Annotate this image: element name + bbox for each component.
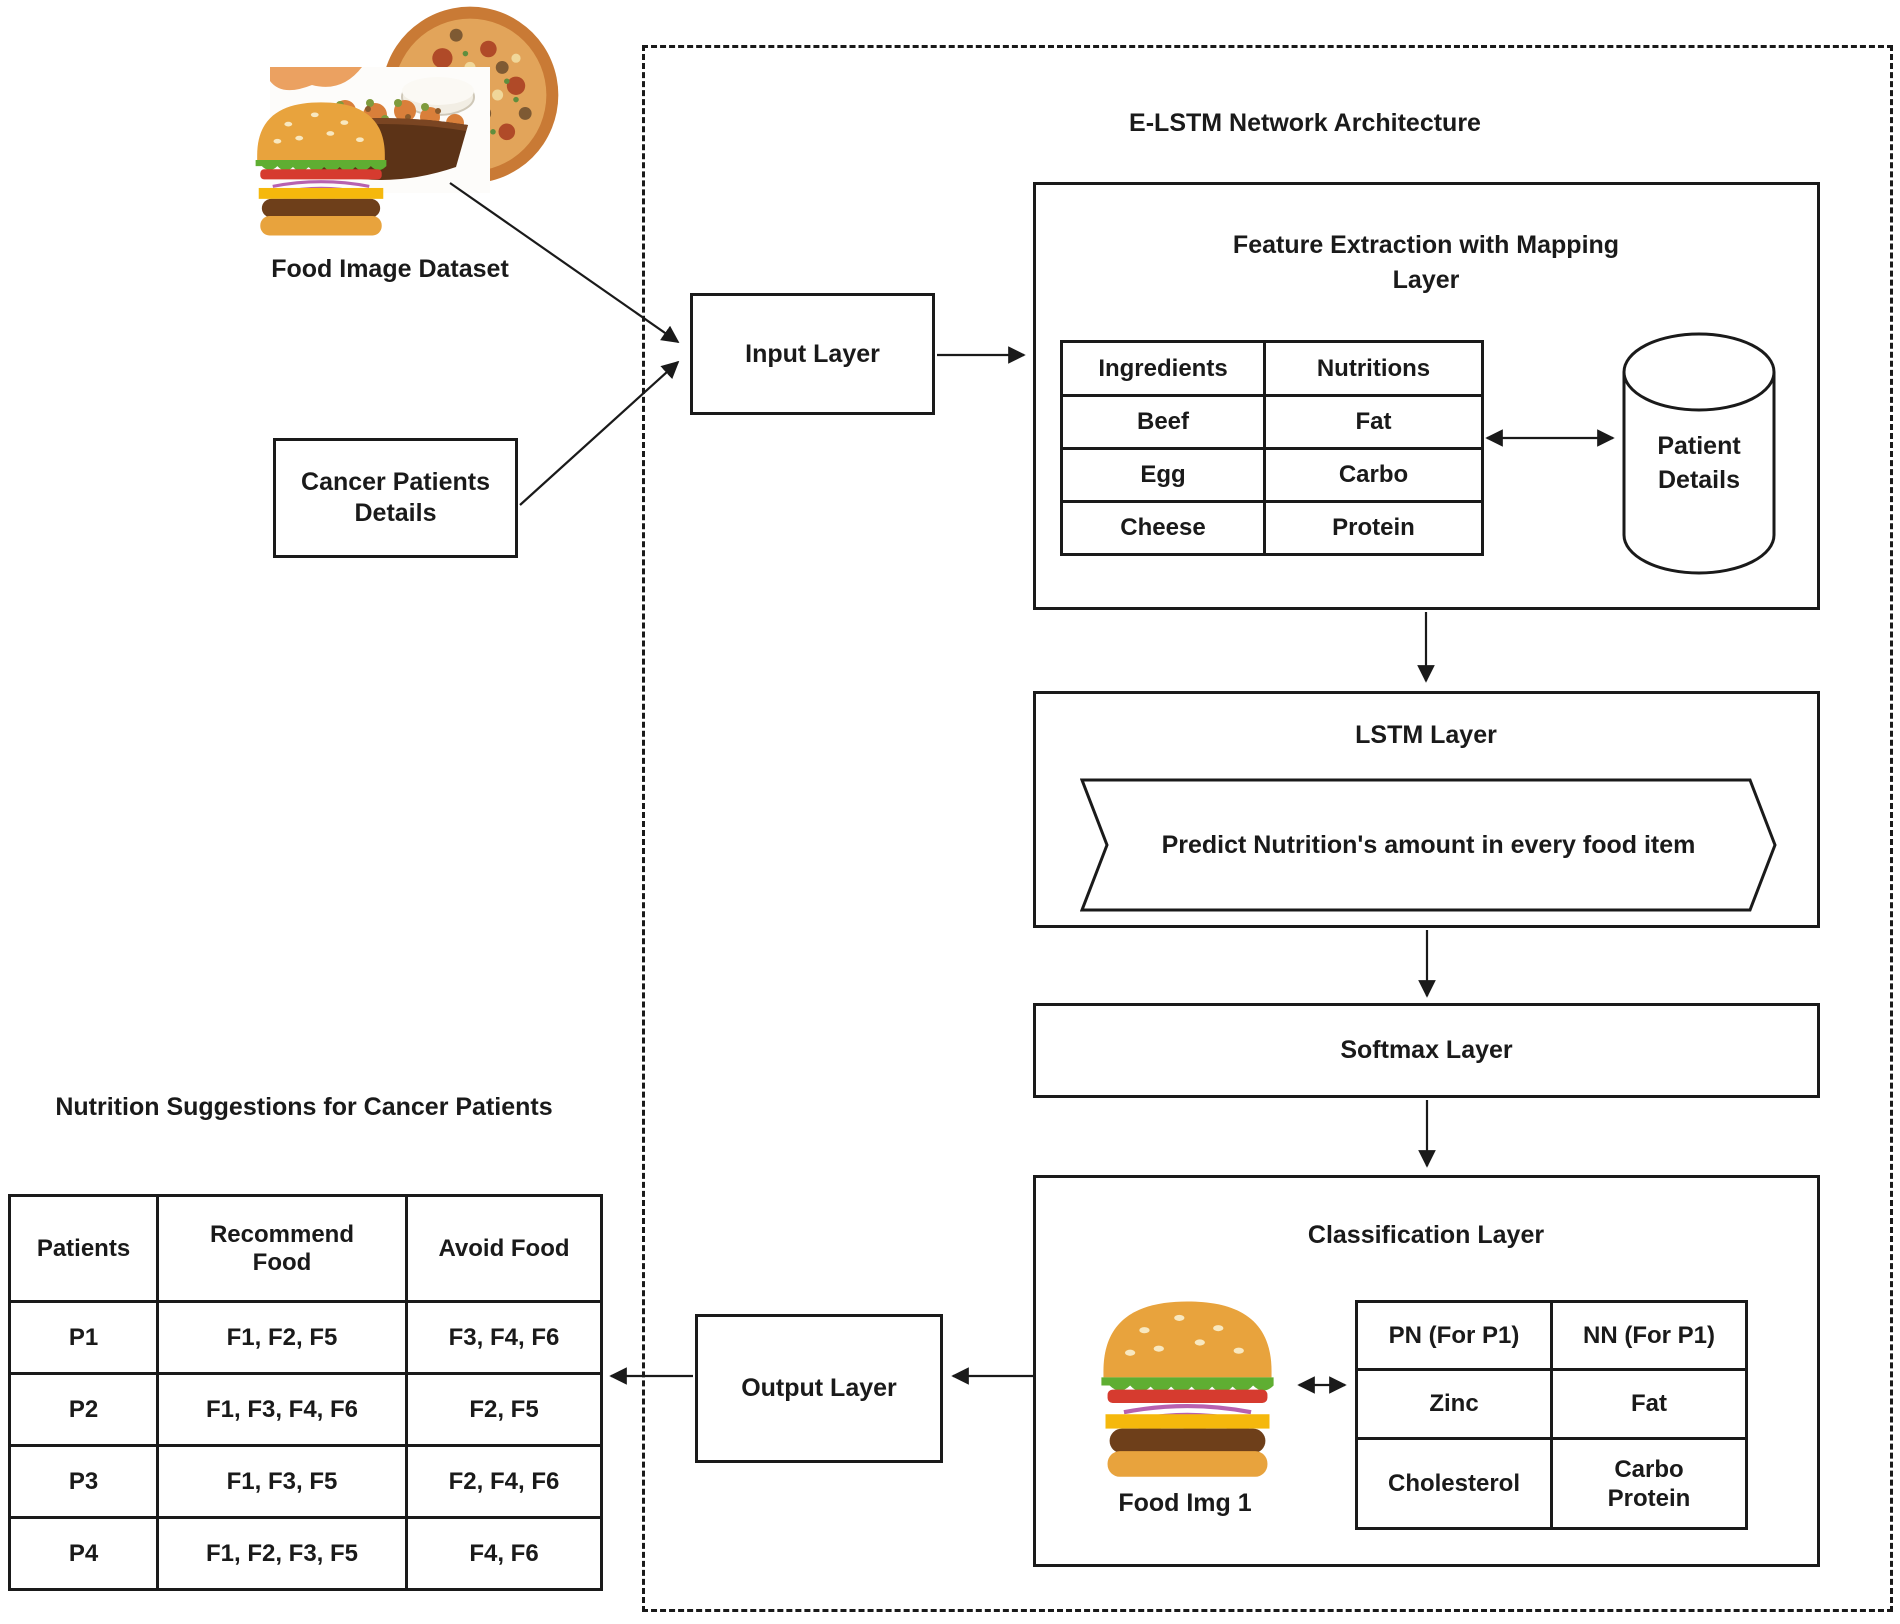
mapping-table: Ingredients Nutritions Beef Fat Egg Carb… <box>1060 340 1484 556</box>
food-dataset-label: Food Image Dataset <box>271 255 509 283</box>
suggestions-cell: F2, F5 <box>405 1372 603 1447</box>
lstm-layer-title: LSTM Layer <box>1355 721 1497 749</box>
mapping-cell: Fat <box>1263 394 1484 450</box>
cancer-patients-box: Cancer Patients Details <box>273 438 518 558</box>
suggestions-header-avoid: Avoid Food <box>405 1194 603 1303</box>
elstm-architecture-container <box>642 45 1893 1612</box>
nutrition-table: PN (For P1) NN (For P1) Zinc Fat Cholest… <box>1355 1300 1748 1530</box>
mapping-header-nutritions: Nutritions <box>1263 340 1484 397</box>
softmax-layer-box: Softmax Layer <box>1033 1003 1820 1098</box>
mapping-cell: Beef <box>1060 394 1266 450</box>
classification-layer-title: Classification Layer <box>1307 1221 1545 1249</box>
architecture-title: E-LSTM Network Architecture <box>1129 109 1481 137</box>
lstm-banner-text: Predict Nutrition's amount in every food… <box>1161 830 1696 859</box>
database-cylinder-icon <box>1622 332 1776 575</box>
suggestions-header-recommend: Recommend Food <box>156 1194 408 1303</box>
mapping-cell: Protein <box>1263 500 1484 556</box>
suggestions-cell: P3 <box>8 1444 159 1519</box>
suggestions-table: Patients Recommend Food Avoid Food P1 F1… <box>8 1194 603 1591</box>
cancer-patients-label: Cancer Patients Details <box>301 468 490 527</box>
suggestions-cell: P4 <box>8 1516 159 1591</box>
nutrition-header-nn: NN (For P1) <box>1550 1300 1748 1371</box>
nutrition-cell: Fat <box>1550 1368 1748 1440</box>
food-img-1 <box>1085 1288 1290 1485</box>
mapping-cell: Cheese <box>1060 500 1266 556</box>
nutrition-cell: Carbo Protein <box>1550 1437 1748 1530</box>
mapping-cell: Carbo <box>1263 447 1484 503</box>
mapping-cell: Egg <box>1060 447 1266 503</box>
lstm-banner: Predict Nutrition's amount in every food… <box>1079 778 1777 912</box>
food-img-1-caption: Food Img 1 <box>1118 1489 1252 1517</box>
softmax-layer-label: Softmax Layer <box>1340 1036 1513 1064</box>
suggestions-cell: F1, F3, F4, F6 <box>156 1372 408 1447</box>
nutrition-cell: Cholesterol <box>1355 1437 1553 1530</box>
nutrition-header-pn: PN (For P1) <box>1355 1300 1553 1371</box>
feature-extraction-title: Feature Extraction with Mapping Layer <box>1232 231 1620 294</box>
suggestions-cell: P1 <box>8 1300 159 1375</box>
patient-details-datastore: Patient Details <box>1620 330 1778 578</box>
nutrition-cell: Zinc <box>1355 1368 1553 1440</box>
output-layer-box: Output Layer <box>695 1314 943 1463</box>
burger-image <box>243 93 399 242</box>
output-layer-label: Output Layer <box>741 1374 897 1402</box>
banner-ribbon-shape <box>1079 778 1777 912</box>
suggestions-cell: F2, F4, F6 <box>405 1444 603 1519</box>
suggestions-cell: F1, F2, F3, F5 <box>156 1516 408 1591</box>
mapping-header-ingredients: Ingredients <box>1060 340 1266 397</box>
suggestions-cell: P2 <box>8 1372 159 1447</box>
patient-details-label: Patient Details <box>1657 432 1741 494</box>
suggestions-cell: F1, F2, F5 <box>156 1300 408 1375</box>
suggestions-cell: F1, F3, F5 <box>156 1444 408 1519</box>
suggestions-title: Nutrition Suggestions for Cancer Patient… <box>55 1093 553 1121</box>
suggestions-cell: F3, F4, F6 <box>405 1300 603 1375</box>
input-layer-label: Input Layer <box>745 339 880 368</box>
input-layer-box: Input Layer <box>690 293 935 415</box>
suggestions-cell: F4, F6 <box>405 1516 603 1591</box>
suggestions-header-patients: Patients <box>8 1194 159 1303</box>
